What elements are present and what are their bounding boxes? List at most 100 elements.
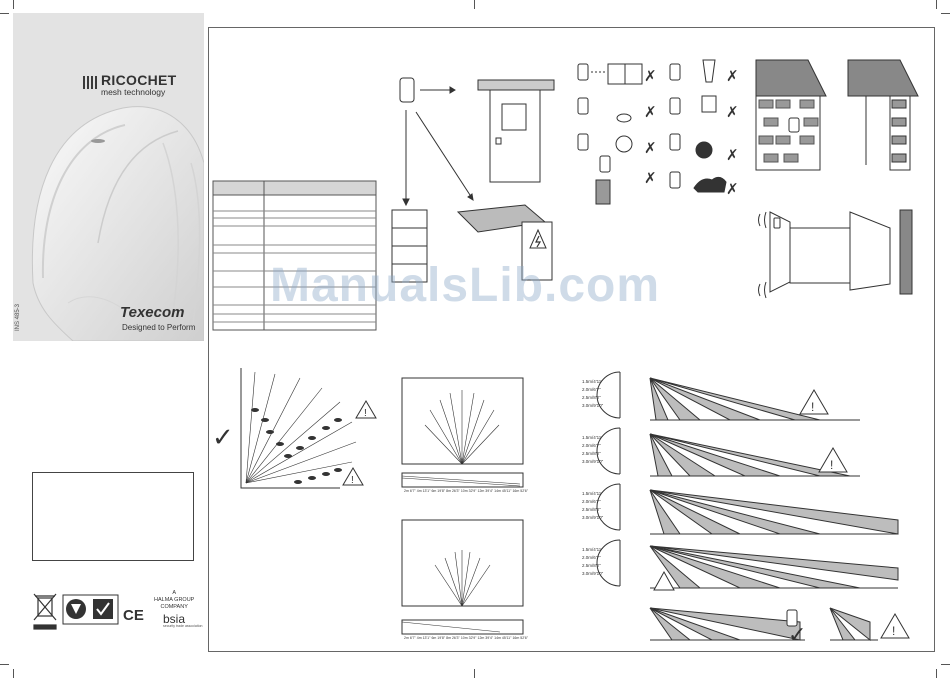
height-labels-3: 1.5m/4'11" 2.0m/6'7" 2.5m/8'2" 3.0m/9'10… — [582, 490, 603, 522]
tagline: Designed to Perform — [122, 323, 196, 332]
range-tick: 16m 52'6" — [512, 636, 528, 640]
walk-test-diagram: ✓ ! ! — [212, 368, 377, 489]
crop-mark — [941, 664, 950, 665]
cross-icon: ✗ — [726, 104, 739, 121]
warning-icon — [880, 613, 910, 639]
crop-mark — [13, 669, 14, 678]
halma-line1: A — [172, 590, 176, 596]
crop-mark — [941, 13, 950, 14]
cross-icon: ✗ — [644, 170, 657, 187]
cross-icon: ✗ — [726, 68, 739, 85]
range-ticks-top: 2m 6'7" 4m 13'1" 6m 19'8" 8m 26'3" 10m 3… — [404, 489, 528, 493]
height-label: 2.0m/6'7" — [582, 443, 601, 448]
warning-icon — [355, 400, 377, 419]
bsia-subtitle: security trade association — [163, 624, 203, 628]
crop-mark — [13, 0, 14, 9]
range-tick: 10m 32'9" — [460, 489, 477, 493]
cover-panel: RICOCHET mesh technology Texecom Designe… — [13, 13, 204, 341]
height-indicator-icons — [596, 371, 621, 587]
warning-icon — [342, 467, 364, 486]
detector-product-image — [31, 106, 204, 341]
height-label: 2.5m/8'2" — [582, 563, 601, 568]
side-view-range-diagrams: ! ! ✓ ! — [649, 377, 910, 647]
range-tick: 8m 26'3" — [446, 489, 460, 493]
svg-text:!: ! — [364, 408, 367, 419]
height-label: 3.0m/9'10" — [582, 515, 604, 520]
height-label: 2.5m/8'2" — [582, 507, 601, 512]
range-tick: 14m 45'11" — [494, 489, 512, 493]
halma-line2: HALMA GROUP — [154, 597, 195, 603]
placement-warnings: ✗ ✗ ✗ ✗ ✗ ✗ ✗ ✗ — [577, 59, 739, 205]
warning-icon — [653, 570, 675, 591]
svg-text:!: ! — [811, 400, 814, 414]
range-tick: 4m 13'1" — [416, 636, 431, 640]
range-tick: 14m 45'11" — [494, 636, 512, 640]
range-tick: 10m 32'9" — [460, 636, 477, 640]
cross-icon: ✗ — [726, 147, 739, 164]
crop-mark — [474, 0, 475, 9]
height-label: 1.5m/4'11" — [582, 379, 603, 384]
range-tick: 12m 39'4" — [477, 489, 494, 493]
coverage-grid-bottom — [401, 519, 524, 635]
ricochet-bars-icon — [83, 76, 97, 89]
crop-mark — [936, 669, 937, 678]
range-tick: 2m 6'7" — [404, 489, 416, 493]
svg-text:!: ! — [351, 475, 354, 486]
height-label: 3.0m/9'10" — [582, 571, 604, 576]
height-label: 2.0m/6'7" — [582, 499, 601, 504]
warning-icon — [818, 447, 848, 473]
height-labels-4: 1.5m/4'11" 2.0m/6'7" 2.5m/8'2" 3.0m/9'10… — [582, 546, 603, 578]
cross-icon: ✗ — [644, 104, 657, 121]
range-tick: 16m 52'6" — [512, 489, 528, 493]
cross-icon: ✗ — [644, 68, 657, 85]
height-label: 3.0m/9'10" — [582, 459, 604, 464]
height-labels-1: 1.5m/4'11" 2.0m/6'7" 2.5m/8'2" 3.0m/9'10… — [582, 378, 603, 410]
range-ticks-bottom: 2m 6'7" 4m 13'1" 6m 19'8" 8m 26'3" 10m 3… — [404, 636, 528, 640]
crop-mark — [936, 0, 937, 9]
range-tick: 2m 6'7" — [404, 636, 416, 640]
height-label: 2.5m/8'2" — [582, 451, 601, 456]
brand-subtitle: mesh technology — [101, 87, 166, 97]
coverage-grid-top — [401, 377, 524, 488]
halma-logo: A HALMA GROUP COMPANY — [154, 590, 194, 611]
mounting-location-diagram — [391, 77, 555, 283]
range-tick: 12m 39'4" — [477, 636, 494, 640]
instruction-panel — [208, 27, 935, 652]
height-labels-2: 1.5m/4'11" 2.0m/6'7" 2.5m/8'2" 3.0m/9'10… — [582, 434, 603, 466]
crop-mark — [0, 664, 9, 665]
brand-title: RICOCHET — [101, 72, 177, 88]
weee-bin-icon — [33, 593, 57, 630]
warning-icon — [799, 389, 829, 415]
height-label: 3.0m/9'10" — [582, 403, 604, 408]
outdoor-wall-diagram — [755, 59, 919, 171]
height-label: 1.5m/4'11" — [582, 491, 603, 496]
room-mount-diagram — [758, 209, 913, 299]
specification-table — [212, 180, 377, 331]
bsia-logo: bsia — [163, 612, 186, 626]
height-label: 1.5m/4'11" — [582, 547, 603, 552]
range-tick: 4m 13'1" — [416, 489, 431, 493]
cross-icon: ✗ — [644, 140, 657, 157]
texecom-logo: Texecom — [120, 304, 185, 321]
watermark: ManualsLib.com — [270, 259, 661, 312]
height-label: 2.0m/6'7" — [582, 387, 601, 392]
height-label: 1.5m/4'11" — [582, 435, 603, 440]
range-tick: 6m 19'8" — [431, 489, 446, 493]
range-tick: 8m 26'3" — [446, 636, 460, 640]
halma-line3: COMPANY — [160, 604, 188, 610]
crop-mark — [474, 669, 475, 678]
address-box — [32, 472, 194, 561]
ricochet-logo: RICOCHET mesh technology — [83, 73, 177, 98]
range-tick: 6m 19'8" — [431, 636, 446, 640]
cross-icon: ✗ — [726, 181, 739, 198]
ce-mark: CE — [123, 607, 144, 624]
svg-text:!: ! — [892, 624, 895, 638]
height-label: 2.0m/6'7" — [582, 555, 601, 560]
svg-text:!: ! — [830, 458, 833, 472]
height-label: 2.5m/8'2" — [582, 395, 601, 400]
tick-icon: ✓ — [212, 422, 234, 452]
approval-shield-icon — [62, 594, 119, 625]
crop-mark — [0, 13, 9, 14]
